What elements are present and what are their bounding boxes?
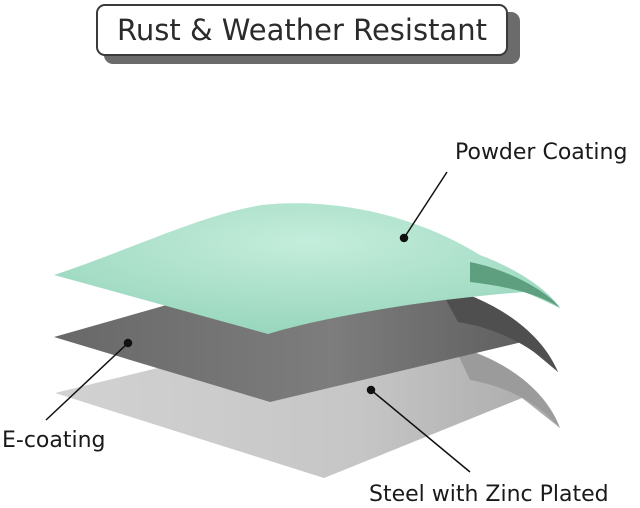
e-coating-top <box>54 285 558 402</box>
e-coating-layer <box>54 285 558 402</box>
powder-coating-label: Powder Coating <box>455 140 628 165</box>
steel-zinc-layer <box>55 346 560 478</box>
steel-zinc-curl <box>454 346 560 428</box>
powder-coating-top <box>54 203 560 334</box>
e-coating-curl <box>438 285 558 372</box>
diagram-title: Rust & Weather Resistant <box>117 13 487 47</box>
steel-zinc-top <box>55 346 560 478</box>
e-coating-dot <box>123 338 133 348</box>
powder-coating-dot <box>399 233 409 243</box>
steel-zinc-label: Steel with Zinc Plated <box>369 482 609 507</box>
e-coating-label: E-coating <box>2 428 106 453</box>
title-box: Rust & Weather Resistant <box>96 4 508 56</box>
powder-coating-leader <box>403 171 448 239</box>
steel-zinc-dot <box>366 385 376 395</box>
steel-zinc-leader <box>370 389 471 473</box>
e-coating-leader <box>45 342 129 421</box>
powder-coating-layer <box>54 203 560 334</box>
title-badge: Rust & Weather Resistant <box>96 4 522 66</box>
powder-coating-curl <box>470 262 560 308</box>
